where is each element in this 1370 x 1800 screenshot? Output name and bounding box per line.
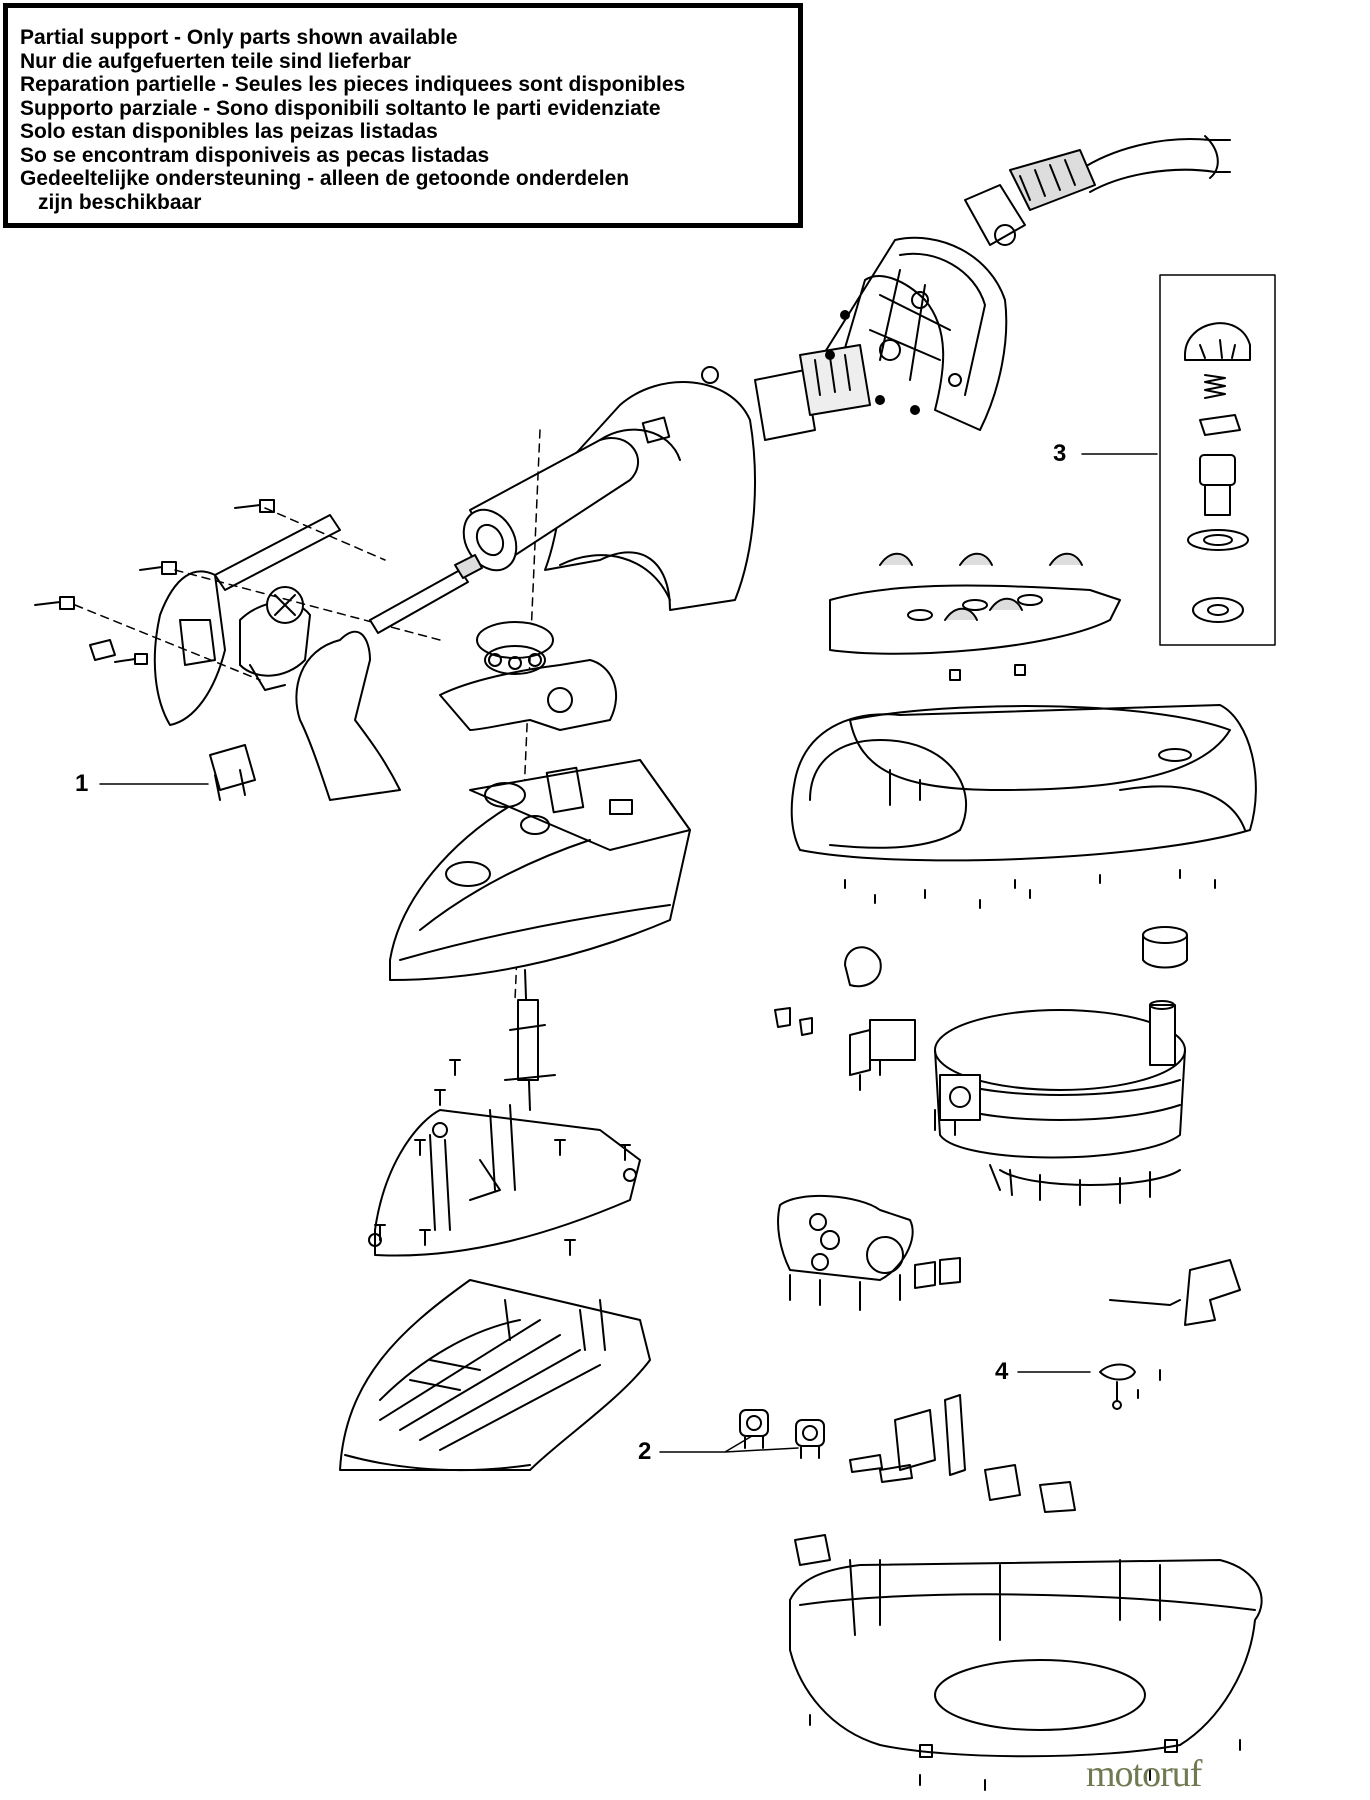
soleplate — [339, 1279, 651, 1472]
rear-handle-cover — [819, 236, 1008, 431]
notice-line-dutch-cont: zijn beschikbaar — [38, 190, 202, 214]
valve-plunger — [849, 1394, 1076, 1513]
part-thermal-fuse — [1099, 1363, 1161, 1410]
support-bracket — [1109, 1259, 1241, 1326]
knob — [844, 946, 882, 988]
callout-4-label: 4 — [995, 1358, 1009, 1385]
pressure-switch — [849, 1019, 916, 1091]
base-housing — [790, 704, 1257, 909]
notice-line-dutch: Gedeeltelijke ondersteuning - alleen de … — [20, 167, 630, 190]
control-board — [777, 1195, 961, 1311]
dial-cover — [439, 621, 618, 731]
callout-3-label: 3 — [1053, 440, 1067, 467]
upper-handle-shell — [544, 381, 756, 611]
base-housing-screws — [844, 869, 1216, 909]
power-cord — [964, 135, 1231, 246]
callout-2-label: 2 — [638, 1438, 652, 1465]
part-indicator-lamps — [739, 1409, 825, 1459]
valve-cap — [1184, 322, 1251, 361]
base-bottom-feet — [809, 1714, 1241, 1791]
part-valve-cap-kit — [1159, 274, 1276, 646]
base-bottom — [789, 1534, 1263, 1791]
valve-seal — [1192, 597, 1244, 623]
boiler — [934, 1000, 1186, 1206]
handle-screws — [34, 499, 275, 665]
plate-screws — [374, 1059, 631, 1256]
kit-frame — [1159, 274, 1276, 646]
parts-availability-notice: Partial support - Only parts shown avail… — [3, 3, 803, 228]
notice-line-italian: Supporto parziale - Sono disponibili sol… — [20, 96, 661, 120]
base-top-cover — [829, 552, 1121, 681]
connector-clips — [774, 1007, 813, 1036]
notice-line-spanish: Solo estan disponibles las peizas listad… — [20, 120, 438, 143]
cord-strain-relief — [1009, 149, 1096, 211]
part-switch — [209, 744, 256, 801]
thermostat-shaft — [504, 969, 556, 1111]
iron-upper-housing — [389, 759, 691, 981]
valve-spring — [1204, 374, 1226, 399]
notice-line-english: Partial support - Only parts shown avail… — [20, 26, 458, 49]
cord-clamp — [964, 184, 1026, 246]
handle-rod — [369, 554, 483, 634]
terminal-block — [701, 310, 920, 441]
valve-body — [1199, 454, 1236, 516]
callout-1-label: 1 — [75, 770, 89, 797]
heat-shield-plate — [368, 1059, 641, 1257]
spacer-ring — [1142, 926, 1188, 969]
handle-grip-sleeve — [462, 437, 640, 572]
notice-line-french: Reparation partielle - Seules les pieces… — [20, 73, 686, 96]
watermark: motoruf — [1086, 1753, 1202, 1795]
solenoid-valve — [934, 1074, 981, 1136]
lower-handle-shell — [295, 630, 401, 801]
valve-nut — [1199, 414, 1241, 436]
valve-washer — [1187, 529, 1249, 551]
notice-line-portuguese: So se encontram disponiveis as pecas lis… — [20, 143, 490, 167]
notice-line-german: Nur die aufgefuerten teile sind lieferba… — [20, 49, 411, 73]
trigger-assembly — [153, 514, 341, 726]
callout-leader-2 — [659, 1435, 799, 1453]
